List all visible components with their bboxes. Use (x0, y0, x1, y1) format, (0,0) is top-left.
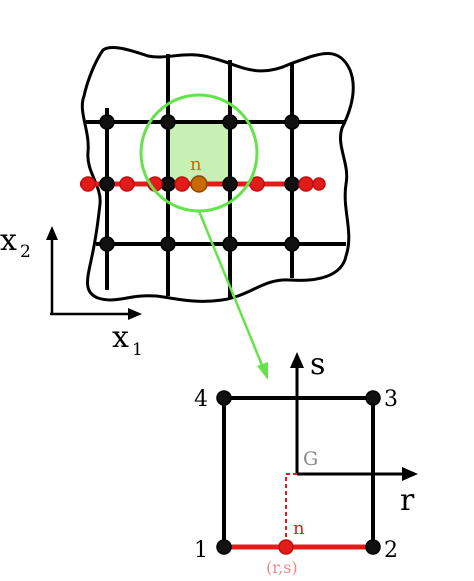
mesh-node (222, 176, 238, 192)
red-point (312, 177, 326, 191)
red-point (119, 176, 135, 192)
s-axis-arrowhead (290, 352, 304, 368)
rs-label: (r,s) (266, 558, 298, 577)
red-point (249, 176, 265, 192)
orange-point-n (190, 175, 208, 193)
x1-label: x (112, 320, 129, 355)
reference-element-group: s r G n (r,s) 4 3 1 2 (194, 347, 418, 577)
mesh-node (160, 176, 176, 192)
highlighted-element (168, 122, 230, 184)
red-point-n (278, 539, 294, 555)
green-arrow-line (197, 210, 266, 371)
red-point (80, 176, 96, 192)
mesh-node (284, 176, 300, 192)
corner-node-4 (216, 390, 232, 406)
red-point (298, 176, 314, 192)
mesh-node (222, 236, 238, 252)
x2-label: x (0, 223, 17, 258)
node-label-3: 3 (384, 387, 398, 412)
domain-boundary (80, 46, 355, 303)
global-axes: x 2 x 1 (0, 223, 143, 360)
red-points (80, 176, 326, 192)
mesh-nodes (99, 114, 300, 252)
green-arrow-head (257, 362, 268, 380)
mesh-node (99, 236, 115, 252)
red-point (174, 176, 190, 192)
corner-node-2 (365, 539, 381, 555)
s-axis-label: s (310, 347, 325, 382)
x2-label-subscript: 2 (20, 242, 31, 262)
mesh-node (284, 236, 300, 252)
mesh-node (284, 114, 300, 130)
node-label-2: 2 (384, 538, 398, 563)
mesh-node (99, 114, 115, 130)
mesh-node (222, 114, 238, 130)
x1-label-subscript: 1 (132, 340, 143, 360)
node-label-1: 1 (194, 538, 208, 563)
node-label-4: 4 (194, 387, 208, 412)
mesh-domain-group: n (80, 46, 355, 380)
mesh-node (160, 114, 176, 130)
element-corner-nodes (216, 390, 381, 555)
corner-node-3 (365, 390, 381, 406)
r-axis-arrowhead (402, 467, 418, 481)
x2-axis-arrowhead (46, 226, 58, 240)
dashed-projection-line (285, 473, 297, 538)
g-label: G (303, 448, 318, 470)
n-label-top: n (190, 154, 202, 175)
x1-axis-arrowhead (128, 308, 142, 320)
mesh-node (160, 236, 176, 252)
mesh-node (99, 176, 115, 192)
corner-node-1 (216, 539, 232, 555)
n-label-bottom: n (293, 518, 305, 539)
r-axis-label: r (400, 483, 415, 518)
